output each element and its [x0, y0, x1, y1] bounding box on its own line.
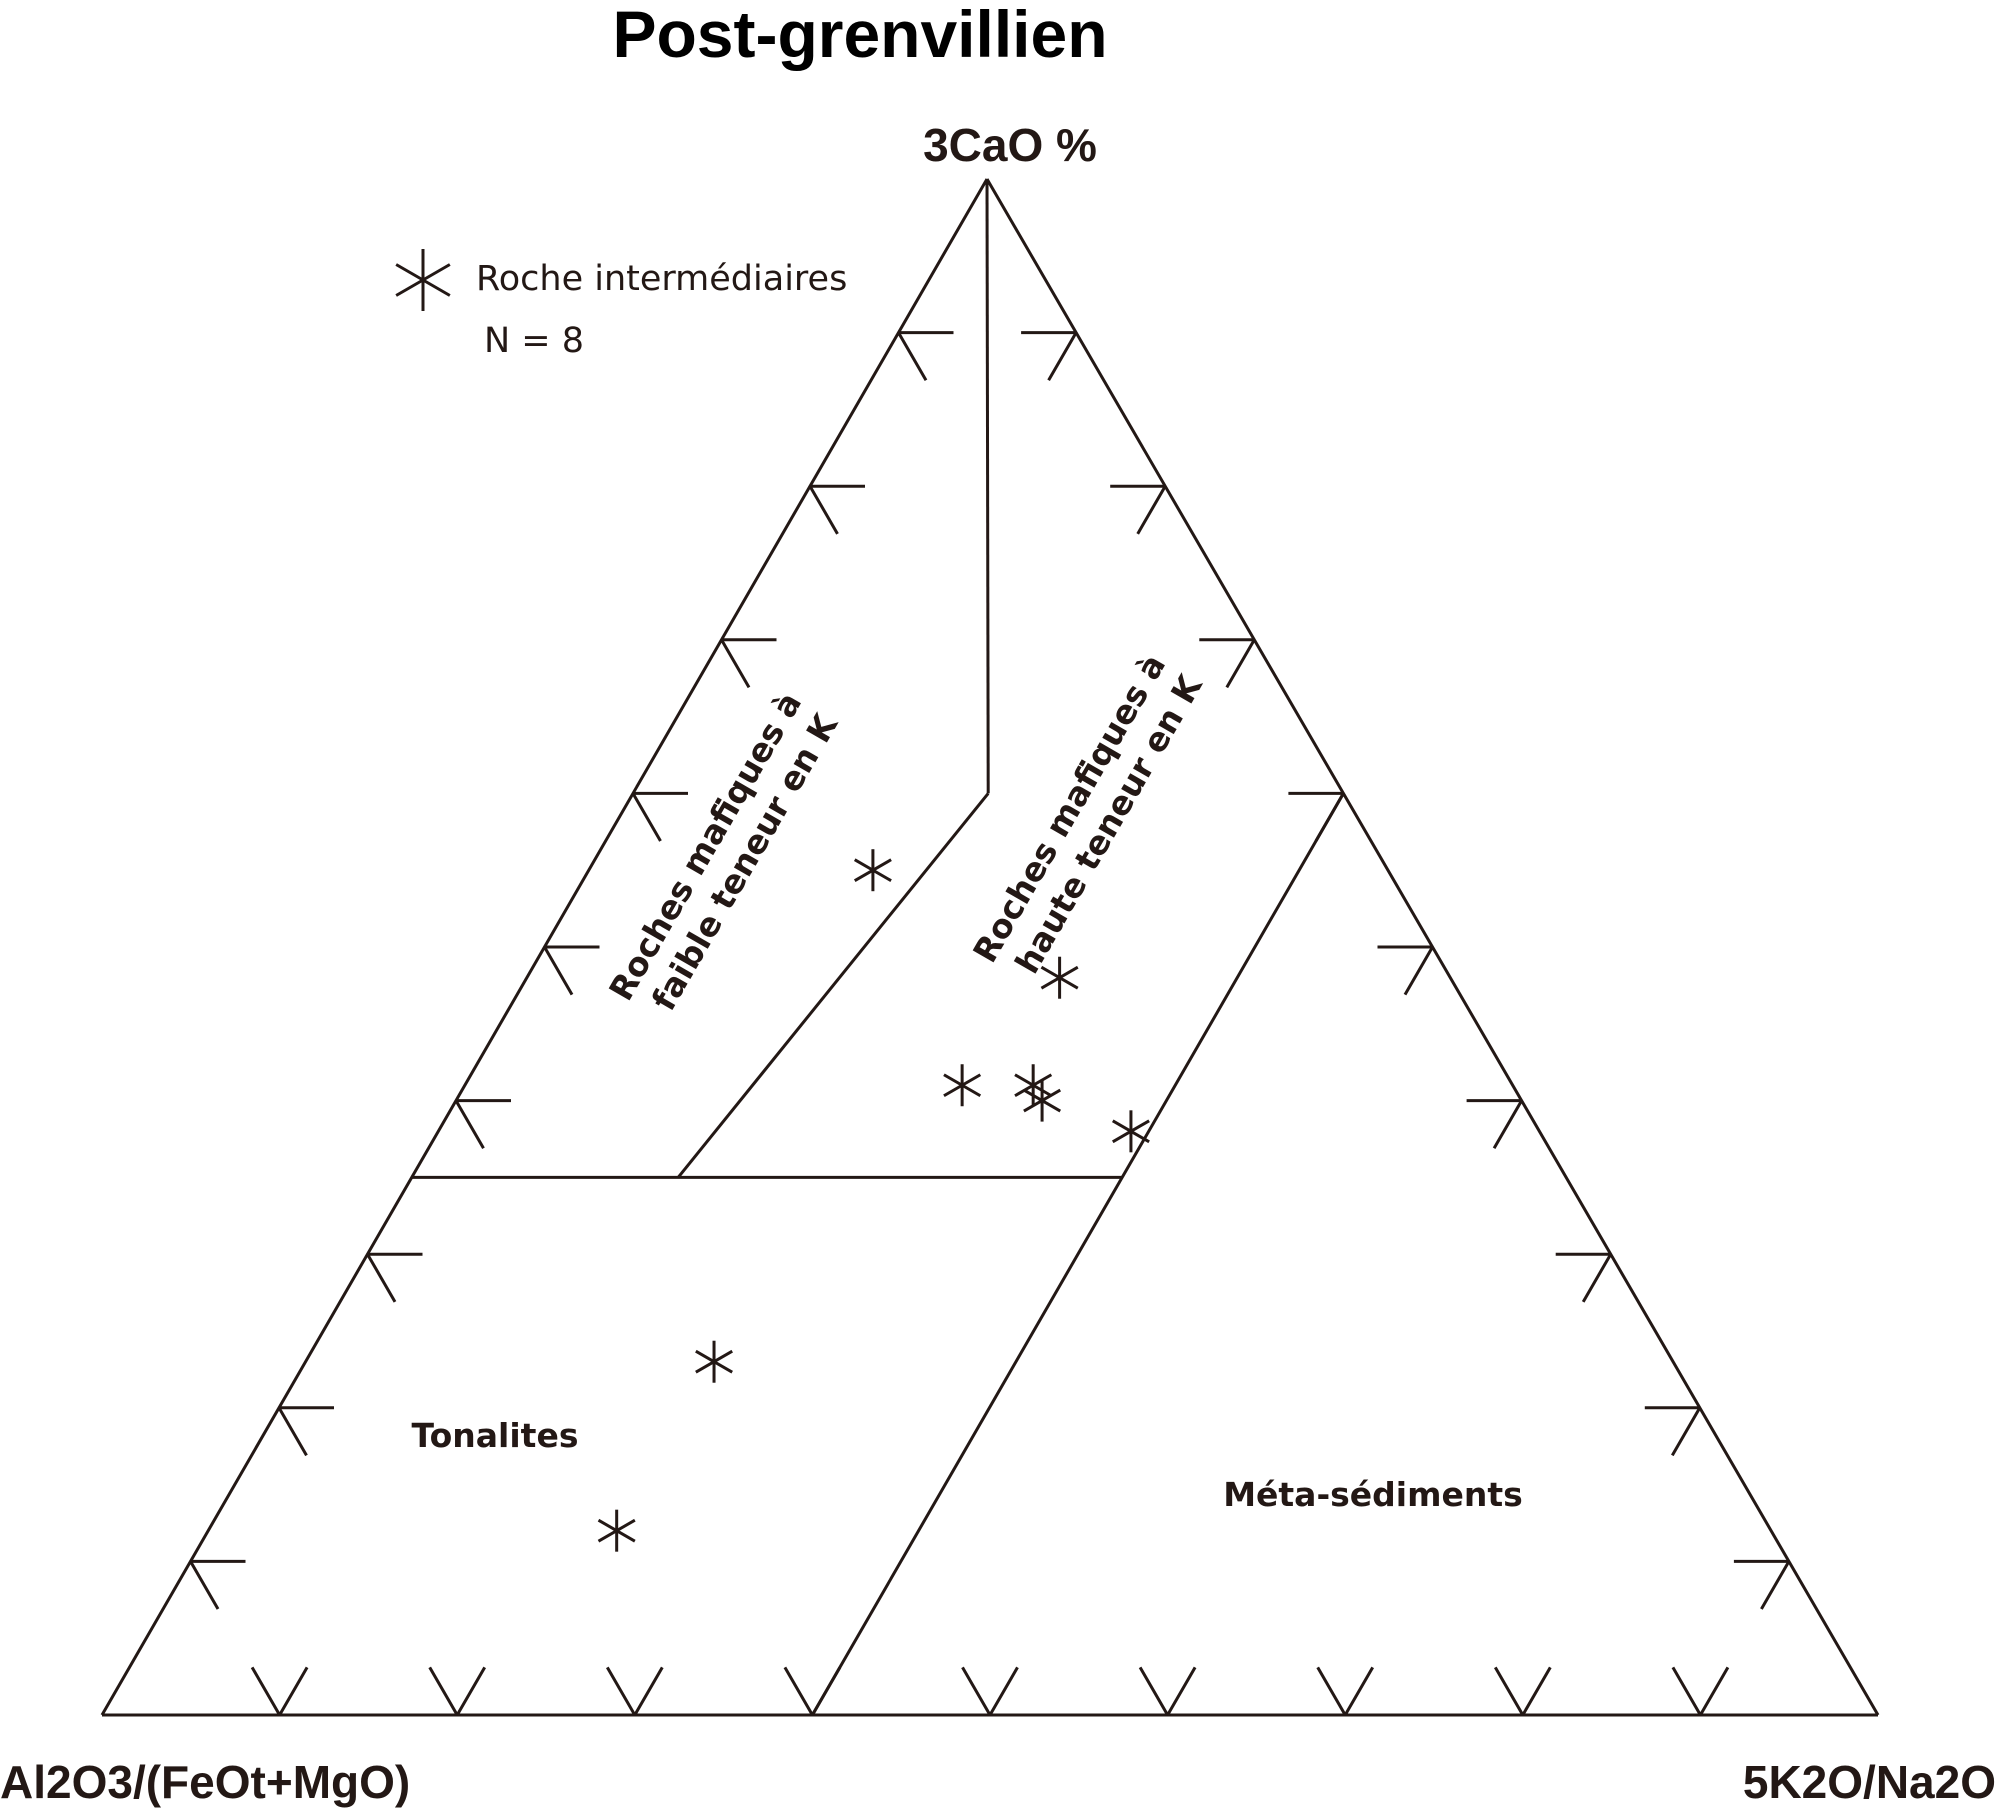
tick-bottom: [1671, 1666, 1702, 1716]
tick-right: [1047, 331, 1078, 381]
asterisk-stroke: [1040, 965, 1079, 990]
tick-right: [1136, 485, 1167, 535]
data-point: [1112, 1110, 1150, 1153]
tick-bottom: [1343, 1666, 1374, 1716]
tick-right: [1671, 1407, 1702, 1457]
asterisk-stroke: [943, 1073, 982, 1098]
tick-bottom: [606, 1666, 637, 1716]
tick-right: [1760, 1560, 1791, 1610]
tick-left: [631, 792, 662, 842]
tick-bottom: [961, 1666, 992, 1716]
data-point: [1023, 1079, 1062, 1122]
tick-right: [1581, 1253, 1612, 1303]
chart-title: Post-grenvillien: [612, 0, 1107, 71]
asterisk-stroke: [597, 1518, 636, 1543]
apex-label-top: 3CaO %: [923, 119, 1097, 171]
tick-bottom: [278, 1666, 309, 1716]
legend-label: Roche intermédiaires: [476, 259, 847, 299]
tick-left: [543, 946, 574, 996]
tick-bottom: [988, 1666, 1019, 1716]
tick-left: [897, 331, 928, 381]
tick-left: [189, 1560, 220, 1610]
region-label-line: Méta-sédiments: [1223, 1475, 1523, 1514]
tick-right: [1492, 1099, 1523, 1149]
region-label-tonalites: Tonalites: [412, 1416, 579, 1455]
left-edge: [100, 178, 989, 1716]
region-label-low-k-mafic: Roches mafiques à faible teneur en K: [601, 676, 851, 1028]
tick-bottom: [1699, 1666, 1730, 1716]
legend-count: N = 8: [484, 321, 584, 361]
tick-bottom: [250, 1666, 281, 1716]
data-point: [1014, 1064, 1053, 1107]
tick-left: [720, 639, 751, 689]
tick-bottom: [1316, 1666, 1347, 1716]
asterisk-stroke: [695, 1349, 733, 1374]
legend: Roche intermédiaires N = 8: [395, 249, 847, 361]
data-points: [597, 849, 1150, 1552]
tick-right: [1225, 639, 1256, 689]
asterisk-stroke: [853, 858, 892, 882]
tick-left: [366, 1253, 397, 1303]
apex-label-right: 5K2O/Na2O: [1743, 1756, 1996, 1808]
region-label-high-k-mafic: Roches mafiques à haute teneur en K: [965, 638, 1215, 990]
tick-bottom: [1521, 1666, 1552, 1716]
asterisk-stroke: [1014, 1073, 1053, 1098]
tick-left: [454, 1099, 485, 1149]
tick-bottom: [1138, 1666, 1169, 1716]
data-point: [943, 1064, 982, 1107]
tick-bottom: [633, 1666, 664, 1716]
tick-left: [277, 1407, 308, 1457]
boundary-diagonal: [676, 792, 990, 1179]
region-label-meta-sediments: Méta-sédiments: [1223, 1475, 1523, 1514]
apex-label-left: Al2O3/(FeOt+MgO): [0, 1756, 410, 1808]
tick-marks: [189, 331, 1791, 1716]
data-point: [1040, 956, 1079, 999]
tick-left: [808, 485, 839, 535]
boundary-vertical: [985, 178, 990, 794]
tick-bottom: [783, 1666, 814, 1716]
tick-bottom: [428, 1666, 459, 1716]
boundary-meta-sediments: [811, 792, 1345, 1716]
tick-bottom: [1166, 1666, 1197, 1716]
asterisk-stroke: [1112, 1119, 1150, 1144]
data-point: [853, 849, 892, 892]
asterisk-stroke: [395, 263, 451, 297]
right-edge: [985, 178, 1880, 1716]
tick-bottom: [1494, 1666, 1525, 1716]
data-point: [695, 1340, 733, 1383]
region-label-line: Tonalites: [412, 1416, 579, 1455]
tick-bottom: [455, 1666, 486, 1716]
tick-right: [1403, 946, 1434, 996]
asterisk-icon: [395, 249, 451, 311]
asterisk-stroke: [1023, 1088, 1062, 1113]
data-point: [597, 1509, 636, 1552]
triangle-frame: [100, 178, 1880, 1717]
field-boundaries: [411, 178, 1345, 1716]
